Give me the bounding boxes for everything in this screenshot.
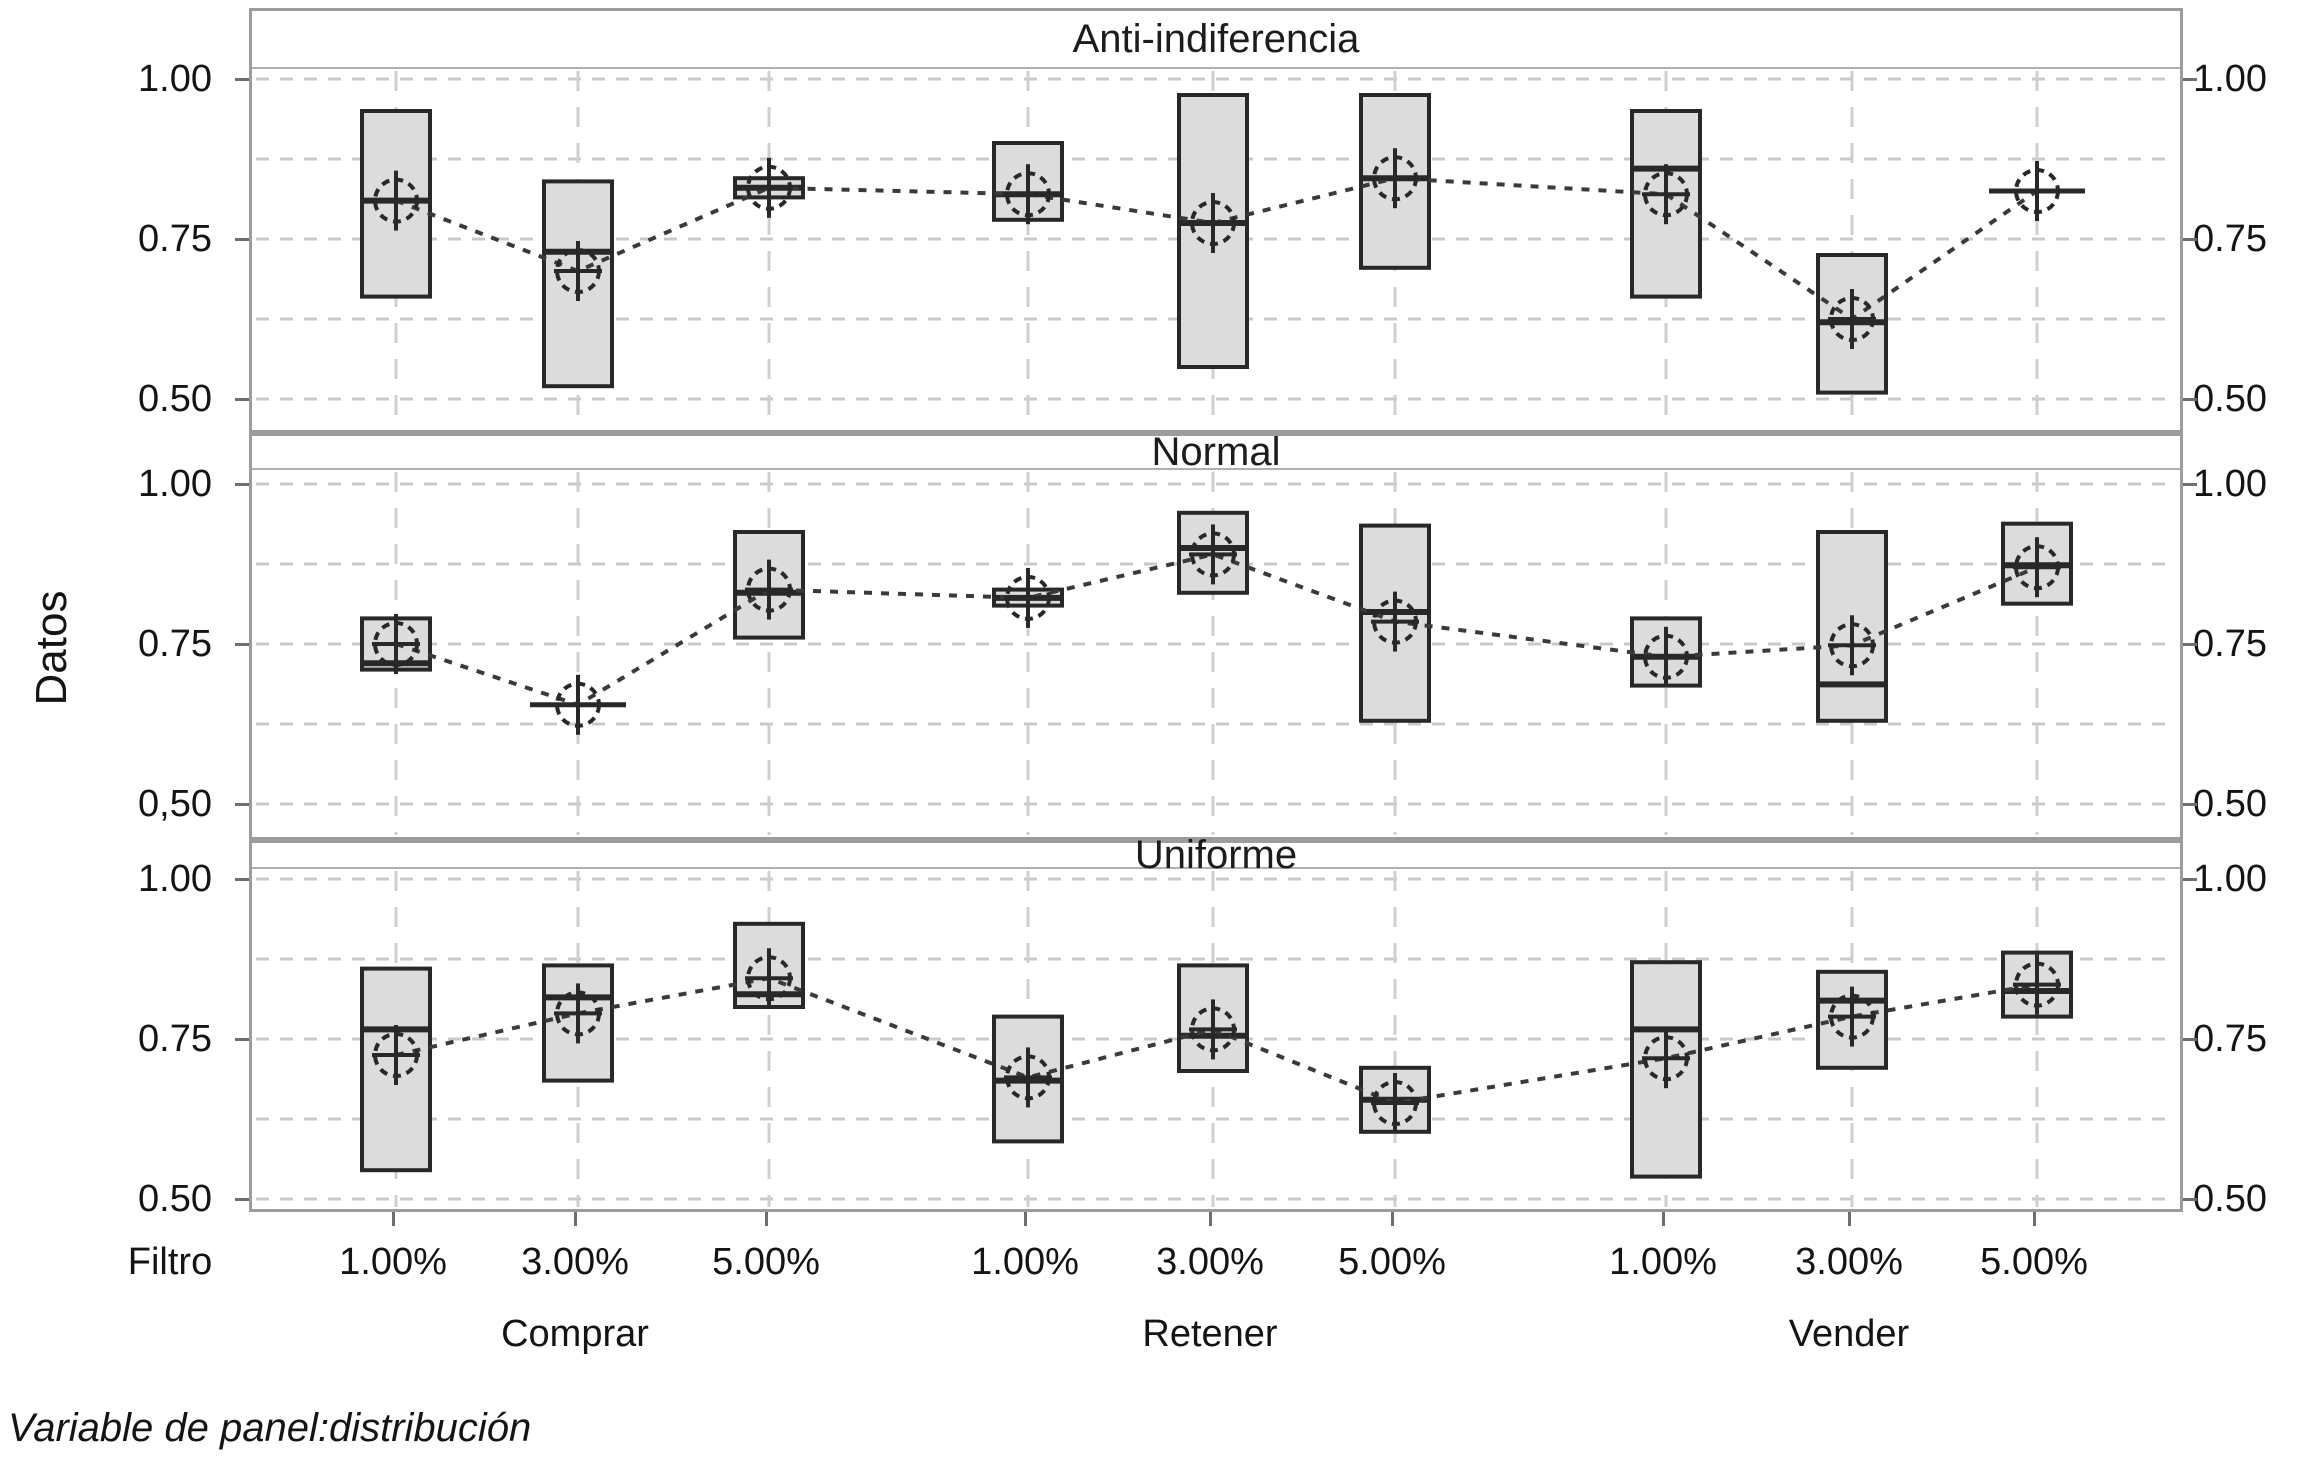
panel-title: Normal bbox=[252, 432, 2180, 472]
y-tick-mark bbox=[2183, 1038, 2197, 1041]
panel-plot-uniforme bbox=[252, 869, 2180, 1209]
y-tick-mark bbox=[235, 78, 249, 81]
x-tick-mark bbox=[1209, 1212, 1212, 1226]
y-axis-label: Datos bbox=[27, 590, 76, 706]
y-tick-label: 0.75 bbox=[2193, 623, 2267, 665]
x-tick-mark bbox=[1391, 1212, 1394, 1226]
x-axis-prefix-label: Filtro bbox=[127, 1241, 213, 1283]
x-tick-label: 1.00% bbox=[1609, 1241, 1717, 1283]
box bbox=[360, 966, 432, 1173]
y-tick-label: 0.75 bbox=[138, 1018, 212, 1060]
x-tick-mark bbox=[1662, 1212, 1665, 1226]
y-tick-mark bbox=[235, 238, 249, 241]
y-tick-mark bbox=[2183, 643, 2197, 646]
panel-plot-normal bbox=[252, 470, 2180, 837]
y-tick-mark bbox=[2183, 803, 2197, 806]
y-tick-label: 0.50 bbox=[138, 1178, 212, 1220]
panel-title: Uniforme bbox=[252, 835, 2180, 875]
x-group-label: Retener bbox=[1142, 1313, 1278, 1355]
y-tick-mark bbox=[2183, 398, 2197, 401]
y-tick-mark bbox=[2183, 878, 2197, 881]
x-group-label: Vender bbox=[1788, 1313, 1910, 1355]
y-tick-label: 1.00 bbox=[138, 858, 212, 900]
panel-variable-note: Variable de panel:distribución bbox=[8, 1406, 532, 1450]
y-tick-label: 1.00 bbox=[138, 463, 212, 505]
y-tick-mark bbox=[2183, 78, 2197, 81]
panel-canvas bbox=[256, 472, 2174, 835]
y-tick-mark bbox=[235, 483, 249, 486]
y-tick-label: 0.50 bbox=[2193, 378, 2267, 420]
x-tick-label: 3.00% bbox=[521, 1241, 629, 1283]
x-group-label: Comprar bbox=[501, 1313, 649, 1355]
x-tick-mark bbox=[1024, 1212, 1027, 1226]
y-tick-label: 0.50 bbox=[2193, 1178, 2267, 1220]
panel-canvas bbox=[256, 71, 2174, 428]
mean-connector-line bbox=[395, 976, 2038, 1106]
x-tick-mark bbox=[1848, 1212, 1851, 1226]
y-tick-label: 1.00 bbox=[138, 58, 212, 100]
x-tick-label: 3.00% bbox=[1156, 1241, 1264, 1283]
x-tick-label: 1.00% bbox=[971, 1241, 1079, 1283]
y-tick-mark bbox=[235, 803, 249, 806]
y-tick-mark bbox=[235, 1198, 249, 1201]
x-tick-mark bbox=[392, 1212, 395, 1226]
y-tick-mark bbox=[2183, 238, 2197, 241]
x-tick-label: 5.00% bbox=[1338, 1241, 1446, 1283]
x-tick-label: 1.00% bbox=[339, 1241, 447, 1283]
y-tick-label: 0.50 bbox=[138, 378, 212, 420]
x-tick-mark bbox=[765, 1212, 768, 1226]
x-tick-mark bbox=[2033, 1212, 2036, 1226]
y-tick-mark bbox=[2183, 1198, 2197, 1201]
y-tick-label: 0.75 bbox=[138, 623, 212, 665]
x-tick-label: 5.00% bbox=[712, 1241, 820, 1283]
y-tick-label: 1.00 bbox=[2193, 58, 2267, 100]
x-tick-mark bbox=[574, 1212, 577, 1226]
y-tick-mark bbox=[235, 643, 249, 646]
y-tick-label: 1.00 bbox=[2193, 463, 2267, 505]
x-tick-label: 5.00% bbox=[1980, 1241, 2088, 1283]
y-tick-mark bbox=[235, 1038, 249, 1041]
panel-uniforme: Uniforme bbox=[249, 835, 2183, 1212]
y-tick-label: 0.75 bbox=[2193, 1018, 2267, 1060]
box bbox=[733, 530, 805, 640]
panel-anti-indiferencia: Anti-indiferencia bbox=[249, 8, 2183, 433]
panel-canvas bbox=[256, 871, 2174, 1207]
panel-plot-anti-indiferencia bbox=[252, 69, 2180, 430]
y-tick-label: 1.00 bbox=[2193, 858, 2267, 900]
y-tick-label: 0,50 bbox=[138, 783, 212, 825]
y-tick-label: 0.75 bbox=[138, 218, 212, 260]
y-tick-mark bbox=[235, 878, 249, 881]
y-tick-mark bbox=[235, 398, 249, 401]
x-tick-label: 3.00% bbox=[1795, 1241, 1903, 1283]
panel-title: Anti-indiferencia bbox=[252, 11, 2180, 69]
panel-normal: Normal bbox=[249, 432, 2183, 840]
y-tick-label: 0.75 bbox=[2193, 218, 2267, 260]
y-tick-mark bbox=[2183, 483, 2197, 486]
y-tick-label: 0.50 bbox=[2193, 783, 2267, 825]
